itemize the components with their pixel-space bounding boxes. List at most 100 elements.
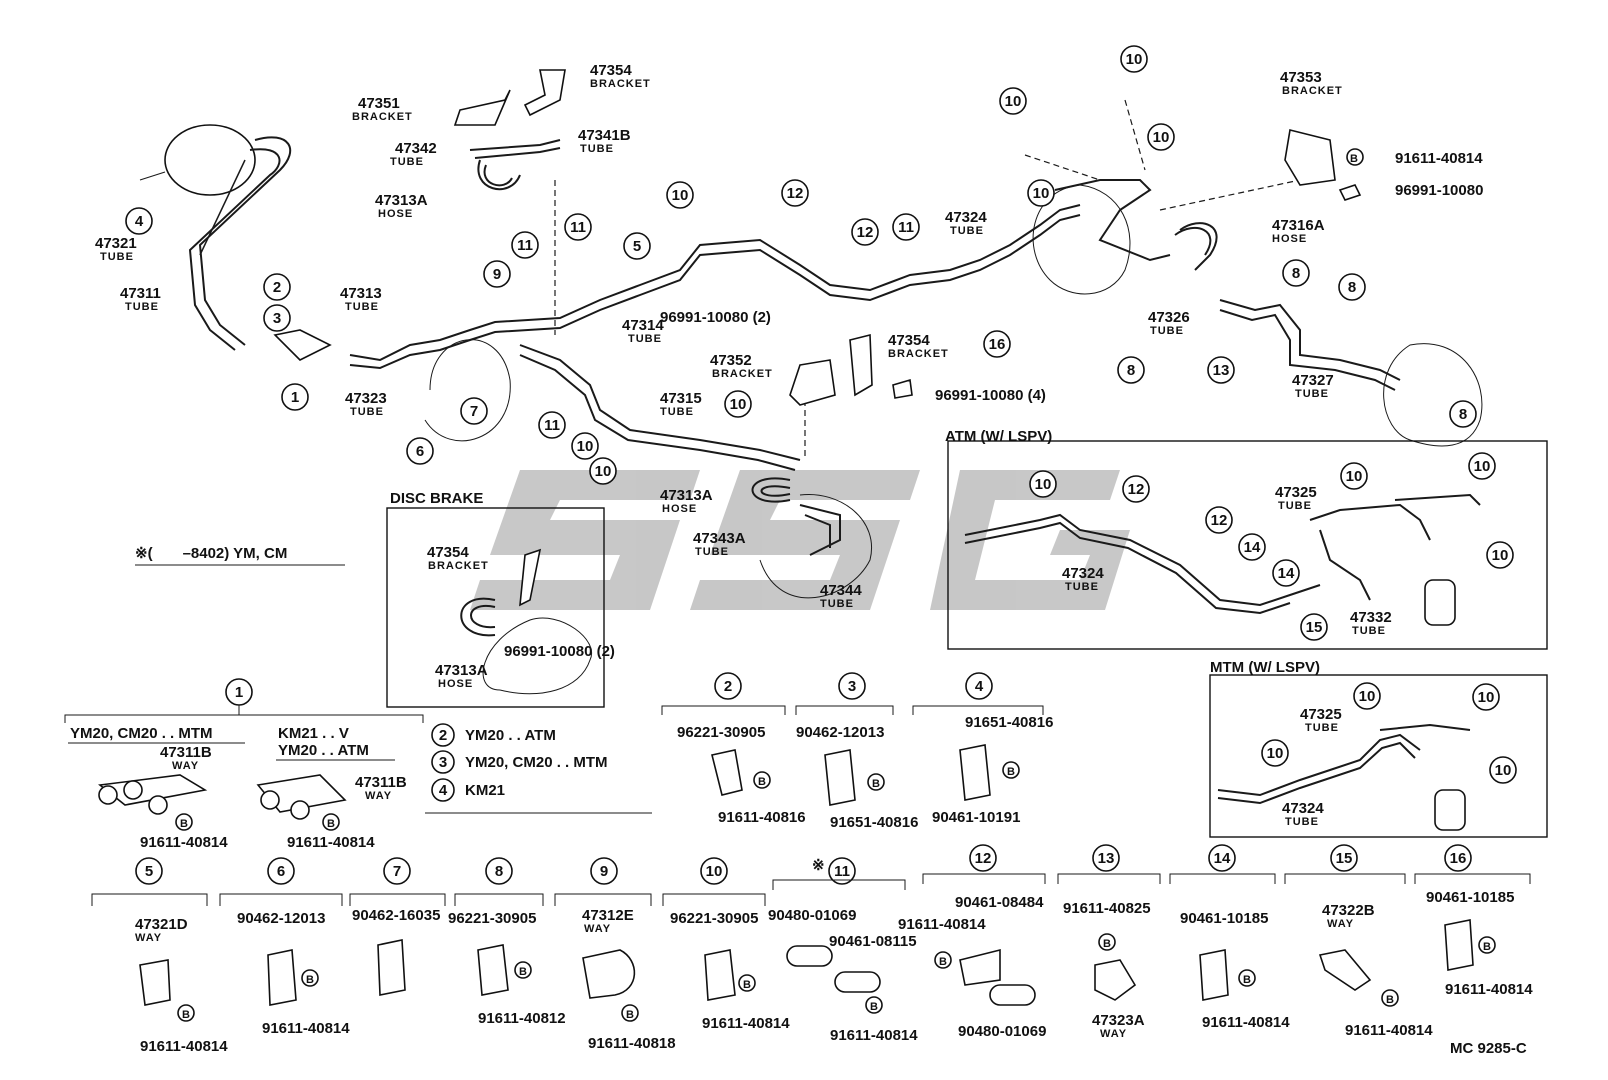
callout-10-atm2: 10	[1340, 462, 1368, 490]
svg-text:90461-08115: 90461-08115	[829, 933, 917, 950]
svg-text:B: B	[1386, 994, 1394, 1006]
label-96991-10080-2: 96991-10080 (2)	[660, 309, 771, 326]
figure-code: MC 9285-C	[1450, 1040, 1527, 1057]
svg-text:B: B	[306, 974, 314, 986]
svg-text:B: B	[743, 979, 751, 991]
svg-text:47325: 47325	[1275, 484, 1317, 501]
svg-text:91611-40812: 91611-40812	[478, 1010, 566, 1027]
svg-text:90461-10185: 90461-10185	[1426, 889, 1514, 906]
svg-text:10: 10	[1474, 458, 1491, 475]
svg-text:※: ※	[812, 857, 825, 874]
wheel-arc-front-right	[759, 493, 872, 599]
item1-left-title: YM20, CM20 . . MTM	[70, 725, 213, 742]
svg-text:B: B	[180, 818, 188, 830]
svg-text:B: B	[1483, 941, 1491, 953]
svg-text:11: 11	[834, 863, 850, 880]
callout-11c: 11	[538, 411, 566, 439]
callout-9: 9	[483, 260, 511, 288]
svg-text:HOSE: HOSE	[662, 503, 697, 515]
svg-text:13: 13	[1213, 362, 1230, 379]
svg-text:4: 4	[975, 678, 984, 695]
svg-text:2: 2	[439, 727, 447, 744]
svg-text:BRACKET: BRACKET	[428, 560, 489, 572]
svg-text:5: 5	[633, 238, 641, 255]
svg-text:14: 14	[1278, 565, 1295, 582]
svg-text:10: 10	[595, 463, 612, 480]
callout-11b: 11	[564, 213, 592, 241]
svg-text:1: 1	[235, 684, 243, 701]
svg-text:6: 6	[416, 443, 424, 460]
callout-10f: 10	[724, 390, 752, 418]
callout-10c: 10	[1120, 45, 1148, 73]
callout-11d: 11	[892, 213, 920, 241]
callout-7: 7	[460, 397, 488, 425]
callout-5: 5	[623, 232, 651, 260]
label-91611-40814: 91611-40814	[1395, 150, 1483, 167]
svg-text:91611-40814: 91611-40814	[262, 1020, 350, 1037]
callout-10-atm4: 10	[1486, 541, 1514, 569]
svg-text:10: 10	[1035, 476, 1052, 493]
svg-text:16: 16	[1450, 850, 1467, 867]
svg-text:1: 1	[291, 389, 299, 406]
svg-text:11: 11	[898, 219, 914, 236]
svg-text:B: B	[1007, 766, 1015, 778]
svg-text:10: 10	[1153, 129, 1170, 146]
callout-10-mtm3: 10	[1261, 739, 1289, 767]
svg-text:2: 2	[273, 279, 281, 296]
svg-text:14: 14	[1244, 539, 1261, 556]
svg-text:B: B	[939, 956, 947, 968]
svg-text:WAY: WAY	[1100, 1028, 1127, 1040]
svg-text:47323A: 47323A	[1092, 1012, 1145, 1029]
svg-text:HOSE: HOSE	[438, 678, 473, 690]
svg-text:47311B: 47311B	[355, 774, 407, 791]
callout-8c: 8	[1338, 273, 1366, 301]
svg-text:14: 14	[1214, 850, 1231, 867]
svg-text:TUBE: TUBE	[1065, 581, 1099, 593]
callout-12-atm: 12	[1122, 475, 1150, 503]
svg-text:5: 5	[145, 863, 153, 880]
svg-text:TUBE: TUBE	[1352, 625, 1386, 637]
svg-text:91611-40814: 91611-40814	[702, 1015, 790, 1032]
svg-text:10: 10	[577, 438, 594, 455]
callout-10d: 10	[1147, 123, 1175, 151]
label-47327: 47327	[1292, 372, 1334, 389]
detail-10: 10 96221-30905 B 91611-40814	[662, 857, 790, 1032]
svg-text:96221-30905: 96221-30905	[677, 724, 765, 741]
svg-text:91611-40818: 91611-40818	[588, 1035, 676, 1052]
svg-text:B: B	[1103, 938, 1111, 950]
detail-12: 12 90461-08484 91611-40814 B 90480-01069	[898, 844, 1046, 1040]
svg-text:47325: 47325	[1300, 706, 1342, 723]
svg-text:TUBE: TUBE	[125, 301, 159, 313]
svg-text:WAY: WAY	[135, 932, 162, 944]
svg-text:8: 8	[495, 863, 503, 880]
callout-15: 15	[1300, 613, 1328, 641]
svg-text:12: 12	[1211, 512, 1228, 529]
wheel-arc-rear-right	[1383, 343, 1483, 447]
svg-text:BRACKET: BRACKET	[888, 348, 949, 360]
svg-text:47332: 47332	[1350, 609, 1392, 626]
svg-text:BRACKET: BRACKET	[590, 78, 651, 90]
svg-text:2: 2	[724, 678, 732, 695]
label-47352: 47352	[710, 352, 752, 369]
svg-text:91611-40814: 91611-40814	[1202, 1014, 1290, 1031]
svg-text:47324: 47324	[1062, 565, 1104, 582]
brake-booster	[164, 124, 256, 196]
detail-top: 2 96221-30905 B 91611-40816 3 90462-1201…	[661, 672, 1053, 831]
bracket-sketches: B	[273, 69, 1364, 406]
callout-8a: 8	[1117, 356, 1145, 384]
svg-text:WAY: WAY	[1327, 918, 1354, 930]
svg-text:10: 10	[730, 396, 747, 413]
svg-text:91611-40814: 91611-40814	[830, 1027, 918, 1044]
callout-10-atm1: 10	[1029, 470, 1057, 498]
svg-text:96221-30905: 96221-30905	[670, 910, 758, 927]
svg-text:TUBE: TUBE	[695, 546, 729, 558]
svg-text:91611-40814: 91611-40814	[287, 834, 375, 851]
svg-text:10: 10	[1033, 185, 1050, 202]
wheel-arc-rear-left	[1032, 184, 1131, 295]
label-47351: 47351	[358, 95, 400, 112]
svg-text:91611-40814: 91611-40814	[1445, 981, 1533, 998]
detail-8: 8 96221-30905 B 91611-40812	[448, 857, 566, 1027]
callout-12a: 12	[781, 179, 809, 207]
